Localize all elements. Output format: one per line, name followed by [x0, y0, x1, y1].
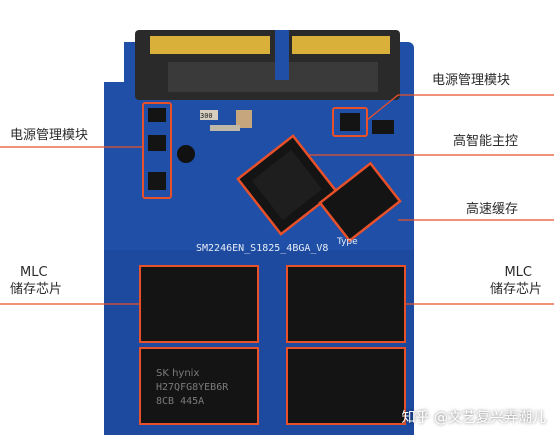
nand-part: H27QFG8YEB6R — [156, 382, 229, 393]
nand-top-left — [139, 265, 259, 343]
label-controller: 高智能主控 — [453, 134, 519, 149]
label-mlc-right-line1: MLC — [504, 265, 532, 280]
pmic-right — [332, 107, 368, 137]
label-pmic-left: 电源管理模块 — [10, 128, 89, 143]
label-mlc-left: MLC 储存芯片 — [10, 264, 62, 298]
pcb-corner — [104, 42, 124, 82]
nand-bottom-left — [139, 347, 259, 425]
leader-pmic-right — [366, 94, 554, 121]
label-mlc-right-line2: 储存芯片 — [489, 282, 542, 297]
label-mlc-left-line2: 储存芯片 — [10, 282, 63, 297]
nand-top-right — [286, 265, 406, 343]
nand-lot: 8CB 445A — [156, 396, 204, 407]
watermark: 知乎 @文艺复兴弄潮儿 — [401, 410, 546, 426]
pmic-left — [142, 102, 172, 199]
type-text: Type — [336, 237, 358, 247]
label-mlc-right: MLC 储存芯片 — [462, 264, 542, 298]
nand-bottom-right — [286, 347, 406, 425]
cache-chip — [318, 161, 402, 243]
label-cache: 高速缓存 — [466, 202, 519, 217]
nand-brand: SK hynix — [156, 368, 199, 379]
res-300-text: 300 — [200, 112, 213, 120]
label-pmic-right: 电源管理模块 — [432, 73, 511, 88]
board-id-text: SM2246EN_S1825_4BGA_V8 — [196, 243, 328, 254]
label-mlc-left-line1: MLC — [20, 265, 48, 280]
